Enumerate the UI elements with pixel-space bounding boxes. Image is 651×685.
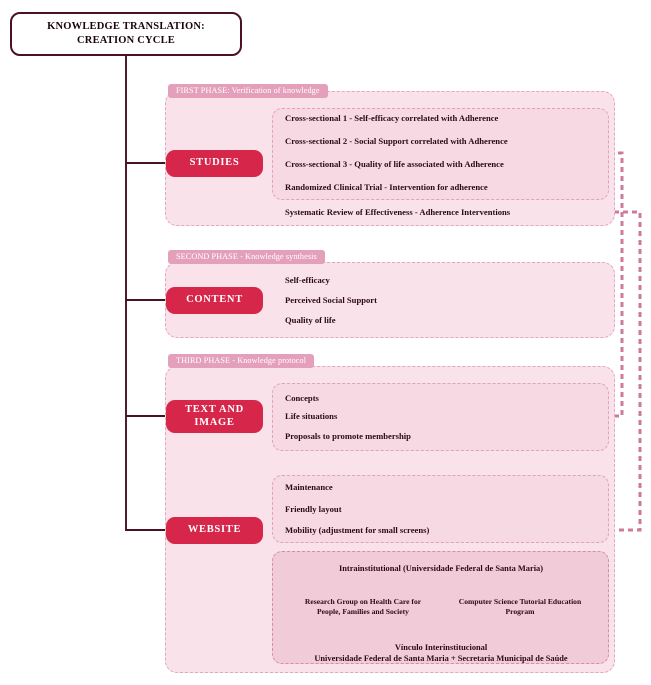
- node-website-label: WEBSITE: [187, 524, 242, 536]
- website-item-2: Friendly layout: [285, 504, 342, 514]
- page-title: KNOWLEDGE TRANSLATION: CREATION CYCLE: [10, 12, 242, 56]
- institution-branch-left: Research Group on Health Care for People…: [288, 597, 438, 618]
- phase-label-third: THIRD PHASE - Knowledge protocol: [168, 354, 315, 368]
- institution-branch-right-line2: Program: [505, 607, 535, 617]
- institution-footer-line2: Universidade Federal de Santa Maria + Se…: [314, 654, 568, 664]
- title-line-2: CREATION CYCLE: [77, 35, 175, 46]
- node-studies[interactable]: STUDIES: [166, 150, 263, 177]
- content-item-3: Quality of life: [285, 315, 336, 325]
- studies-item-systematic-review: Systematic Review of Effectiveness - Adh…: [285, 207, 511, 217]
- node-content-label: CONTENT: [186, 294, 243, 306]
- node-text-and-image-line2: IMAGE: [194, 416, 235, 428]
- node-studies-label: STUDIES: [189, 157, 240, 169]
- studies-item-4: Randomized Clinical Trial - Intervention…: [285, 182, 488, 192]
- website-item-panel: [272, 475, 609, 543]
- institution-branch-right: Computer Science Tutorial Education Prog…: [444, 597, 596, 618]
- institution-branch-left-line1: Research Group on Health Care for: [304, 597, 422, 606]
- website-item-1: Maintenance: [285, 482, 333, 492]
- textimage-item-1: Concepts: [285, 393, 319, 403]
- institution-branch-left-line2: People, Families and Society: [317, 607, 409, 617]
- studies-item-1: Cross-sectional 1 - Self-efficacy correl…: [285, 113, 499, 123]
- node-website[interactable]: WEBSITE: [166, 517, 263, 544]
- institution-footer: Vínculo Interinstitucional Universidade …: [278, 642, 604, 665]
- phase-label-second: SECOND PHASE - Knowledge synthesis: [168, 250, 325, 264]
- website-item-3: Mobility (adjustment for small screens): [285, 525, 430, 535]
- node-content[interactable]: CONTENT: [166, 287, 263, 314]
- studies-item-3: Cross-sectional 3 - Quality of life asso…: [285, 159, 504, 169]
- studies-item-2: Cross-sectional 2 - Social Support corre…: [285, 136, 508, 146]
- title-line-1: KNOWLEDGE TRANSLATION:: [47, 21, 205, 33]
- institution-header: Intrainstitutional (Universidade Federal…: [338, 564, 544, 573]
- institution-branch-right-line1: Computer Science Tutorial Education: [458, 597, 582, 606]
- main-trunk: [125, 56, 166, 531]
- content-item-1: Self-efficacy: [285, 275, 330, 285]
- textimage-item-2: Life situations: [285, 411, 338, 421]
- content-item-2: Perceived Social Support: [285, 295, 377, 305]
- node-text-and-image-line1: TEXT AND: [185, 403, 244, 415]
- institution-footer-line1: Vínculo Interinstitucional: [394, 643, 488, 652]
- textimage-item-3: Proposals to promote membership: [285, 431, 411, 441]
- phase-label-first: FIRST PHASE: Verification of knowledge: [168, 84, 328, 98]
- title-text: KNOWLEDGE TRANSLATION: CREATION CYCLE: [47, 20, 205, 48]
- studies-item-panel: [272, 108, 609, 200]
